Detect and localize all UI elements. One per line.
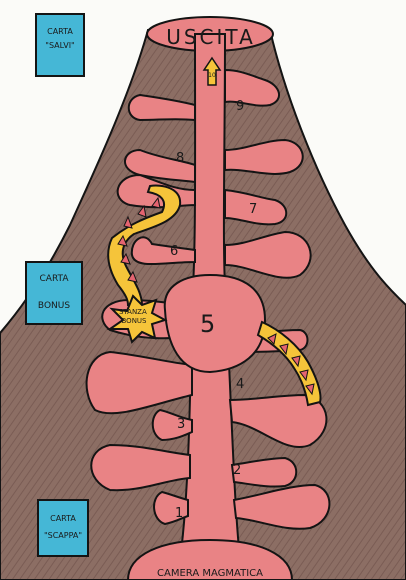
card-scappa-line2: "SCAPPA" [44, 531, 82, 540]
level-7: 7 [249, 202, 257, 217]
card-scappa[interactable]: CARTA "SCAPPA" [38, 500, 88, 556]
bonus-room-label: STANZA BONUS [119, 308, 149, 325]
card-bonus-line2: BONUS [38, 301, 70, 311]
level-6: 6 [170, 244, 178, 259]
card-salvi-line2: "SALVI" [45, 41, 74, 50]
card-salvi[interactable]: CARTA "SALVI" [36, 14, 84, 76]
magma-chamber-label: CAMERA MAGMATICA [157, 568, 263, 579]
card-salvi-line1: CARTA [47, 27, 73, 36]
level-2: 2 [233, 463, 241, 478]
level-5: 5 [200, 310, 215, 338]
level-8: 8 [176, 151, 184, 166]
level-4: 4 [236, 377, 244, 392]
card-scappa-line1: CARTA [50, 514, 76, 523]
card-bonus[interactable]: CARTA BONUS [26, 262, 82, 324]
card-bonus-line1: CARTA [40, 274, 70, 284]
level-9: 9 [236, 99, 244, 114]
level-1: 1 [175, 506, 183, 521]
exit-label: USCITA [166, 25, 256, 49]
level-3: 3 [177, 417, 185, 432]
exit-marker-number: 10 [208, 72, 216, 79]
